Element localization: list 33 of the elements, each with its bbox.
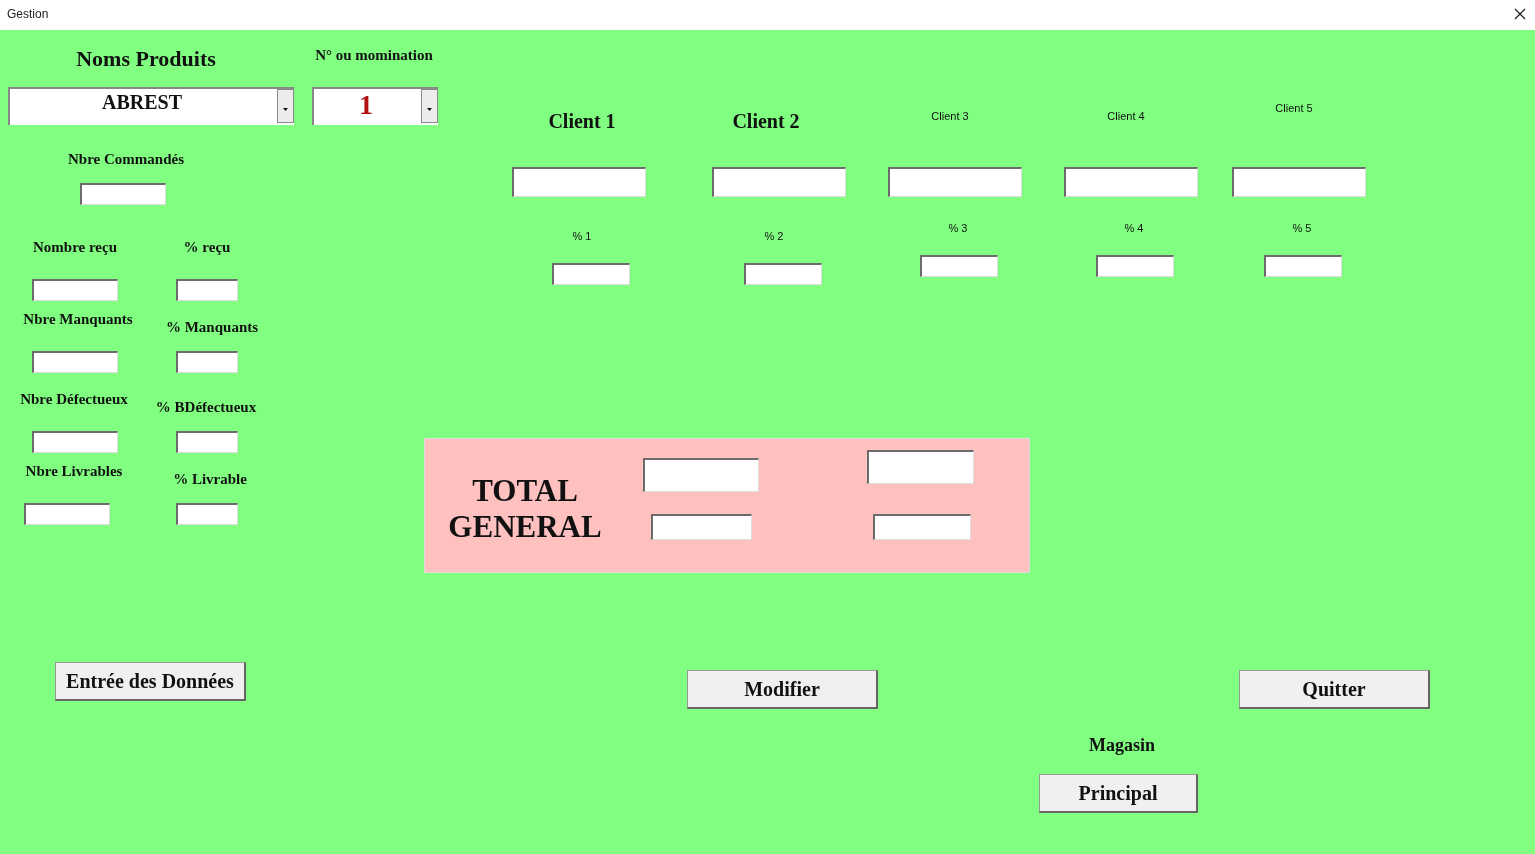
field-label: Noms Produits xyxy=(76,46,216,72)
panel-heading: TOTAL GENERAL xyxy=(447,473,603,545)
dropdown-value: ABREST xyxy=(101,91,183,114)
field-label: Nombre reçu xyxy=(33,239,117,256)
button: Entrée des Données xyxy=(55,662,246,701)
field-label: % 1 xyxy=(572,230,592,242)
field-label: Client 3 xyxy=(931,110,969,122)
field-label: % 5 xyxy=(1292,222,1312,234)
field-label: % Livrable xyxy=(173,471,247,488)
field-label: Client 5 xyxy=(1275,102,1313,114)
field-label: % BDéfectueux xyxy=(155,399,257,416)
field-label: Nbre Livrables xyxy=(25,463,123,480)
field-label: Nbre Commandés xyxy=(68,151,184,168)
field-label: Nbre Manquants xyxy=(23,311,133,328)
dropdown-value: 1 xyxy=(358,89,374,121)
field-label: N° ou momination xyxy=(315,47,433,64)
dropdown-field xyxy=(312,87,438,125)
button: Principal xyxy=(1039,774,1198,813)
field-label: % 4 xyxy=(1124,222,1144,234)
total-panel xyxy=(424,438,1030,573)
field-label: Magasin xyxy=(1089,735,1155,756)
window-title: Gestion xyxy=(7,7,49,21)
field-label: % 3 xyxy=(948,222,968,234)
dropdown-field xyxy=(8,87,294,125)
field-label: Client 1 xyxy=(548,110,616,133)
field-label: % reçu xyxy=(183,239,231,256)
field-label: % 2 xyxy=(764,230,784,242)
field-label: Client 4 xyxy=(1107,110,1145,122)
button: Quitter xyxy=(1239,670,1430,709)
field-label: Client 2 xyxy=(732,110,800,133)
field-label: % Manquants xyxy=(165,319,259,336)
field-label: Nbre Défectueux xyxy=(20,391,128,408)
button: Modifier xyxy=(687,670,878,709)
